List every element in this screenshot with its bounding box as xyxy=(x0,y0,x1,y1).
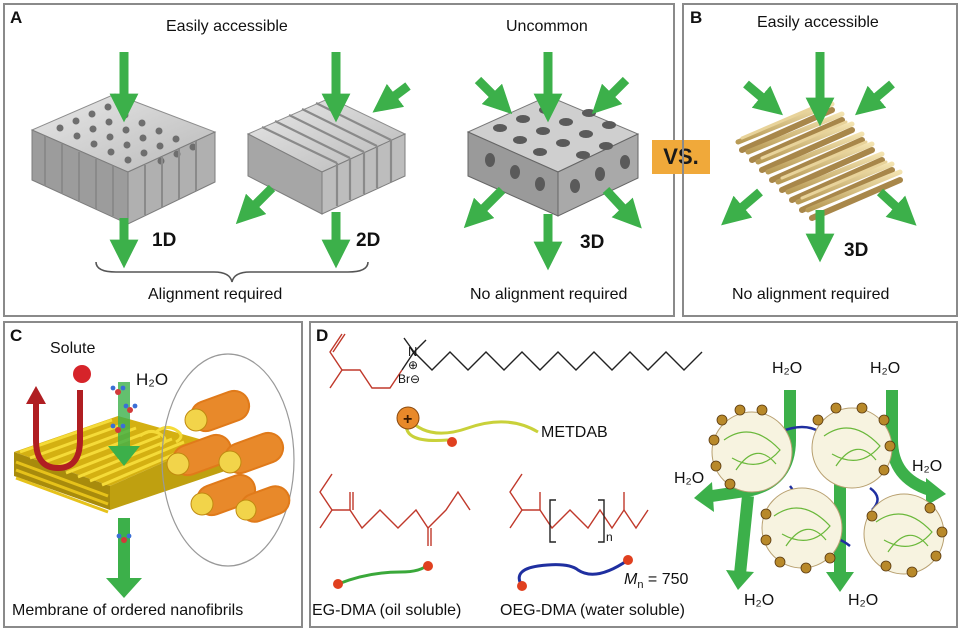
label-1d: 1D xyxy=(152,230,177,251)
panel-a-letter: A xyxy=(10,8,23,27)
eg-dma-end-right xyxy=(423,561,433,571)
fiber-stack xyxy=(735,100,903,221)
ammonium-charge: ⊕ xyxy=(408,358,419,372)
bromide-counter-ion: Br⊖ xyxy=(398,372,421,386)
mn-symbol: M xyxy=(624,571,638,588)
panel-a-caption-left: Alignment required xyxy=(148,286,283,303)
solute-rejection-arrow xyxy=(33,390,83,472)
metdab-structure xyxy=(329,333,703,389)
water-label-bottom-left: H₂O xyxy=(744,592,775,609)
panel-b-letter: B xyxy=(690,8,703,27)
eg-dma-structure xyxy=(319,473,471,546)
alignment-bracket xyxy=(95,261,369,283)
panel-d-letter: D xyxy=(316,326,329,345)
water-label-bottom-right: H₂O xyxy=(848,592,879,609)
panel-a-title-left: Easily accessible xyxy=(166,18,288,35)
oeg-dma-cartoon xyxy=(517,558,629,587)
panel-b-caption: No alignment required xyxy=(732,286,890,303)
label-3d-b: 3D xyxy=(844,240,869,261)
solute-arrow-head xyxy=(26,386,46,404)
label-2d: 2D xyxy=(356,230,381,251)
water-label-mid-right: H₂O xyxy=(912,458,943,475)
oeg-dma-end-left xyxy=(517,581,527,591)
water-label-mid-left: H₂O xyxy=(674,470,705,487)
ammonium-n-label: N xyxy=(408,344,418,359)
oeg-dma-caption: OEG-DMA (water soluble) xyxy=(500,602,685,619)
panel-d xyxy=(309,321,958,628)
oeg-dma-end-right xyxy=(623,555,633,565)
mn-value: = 750 xyxy=(643,571,689,588)
panel-c-letter: C xyxy=(10,326,23,345)
panel-c xyxy=(3,321,303,628)
panel-a-arrows xyxy=(109,52,642,271)
label-3d-a: 3D xyxy=(580,232,605,253)
micelle-fibril-zoom xyxy=(161,353,295,567)
polymer-network xyxy=(694,390,948,592)
block-1d xyxy=(30,93,217,225)
block-2d xyxy=(246,97,407,215)
water-permeation-arrow xyxy=(106,382,142,598)
eg-dma-cartoon xyxy=(337,562,430,586)
metdab-cartoon: + xyxy=(396,406,539,447)
svg-text:+: + xyxy=(403,411,412,428)
oeg-dma-structure xyxy=(509,473,649,543)
eg-dma-end-left xyxy=(333,579,343,589)
water-label-top-left: H₂O xyxy=(772,360,803,377)
panel-b-title: Easily accessible xyxy=(757,14,879,31)
metdab-label: METDAB xyxy=(541,424,608,441)
panel-c-caption: Membrane of ordered nanofibrils xyxy=(12,602,244,619)
panel-b-arrows xyxy=(721,52,917,263)
block-3d-gyroid xyxy=(466,95,640,217)
repeat-unit-n: n xyxy=(606,530,613,544)
vs-badge: VS. xyxy=(652,140,710,174)
panel-a-caption-right: No alignment required xyxy=(470,286,628,303)
water-label-top-right: H₂O xyxy=(870,360,901,377)
mn-subscript: n xyxy=(637,579,644,592)
solute-label: Solute xyxy=(50,340,96,357)
eg-dma-caption: EG-DMA (oil soluble) xyxy=(312,602,462,619)
panel-b xyxy=(682,3,958,317)
panel-c-water-label: H₂O xyxy=(136,370,169,389)
panel-a-title-right: Uncommon xyxy=(506,18,588,35)
solute-sphere xyxy=(73,365,91,383)
mn-label: Mn = 750 xyxy=(624,571,688,591)
